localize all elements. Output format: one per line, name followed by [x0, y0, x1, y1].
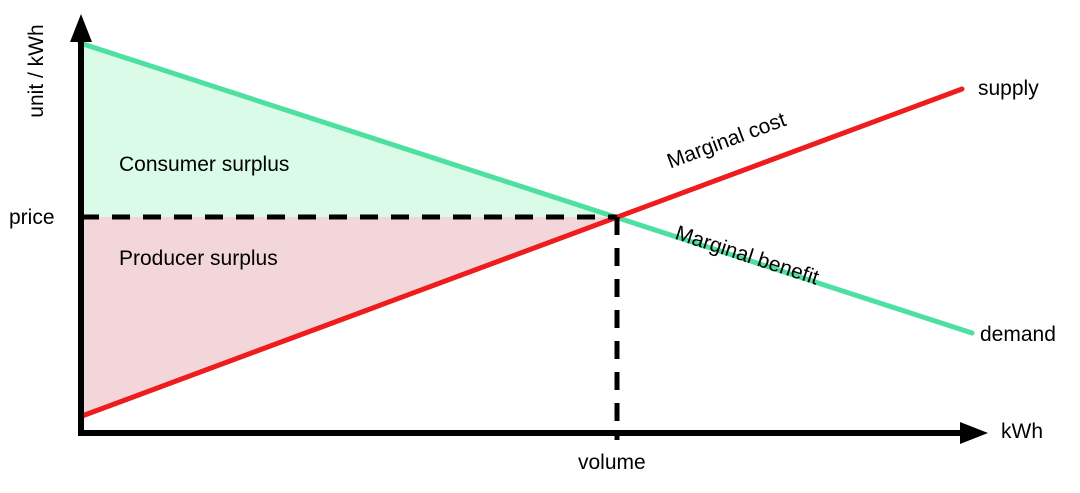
y-axis-arrowhead	[70, 14, 92, 42]
producer-surplus-label: Producer surplus	[119, 247, 278, 270]
demand-curve-label: demand	[980, 323, 1056, 346]
y-axis-label: unit / kWh	[25, 24, 48, 118]
demand-line	[77, 40, 975, 336]
supply-line	[79, 86, 965, 419]
x-axis-label: kWh	[1001, 420, 1043, 443]
volume-tick-label: volume	[578, 451, 646, 474]
consumer-surplus-label: Consumer surplus	[119, 153, 290, 176]
x-axis-arrowhead	[960, 422, 988, 444]
supply-curve-label: supply	[978, 77, 1039, 100]
price-tick-label: price	[9, 206, 55, 229]
